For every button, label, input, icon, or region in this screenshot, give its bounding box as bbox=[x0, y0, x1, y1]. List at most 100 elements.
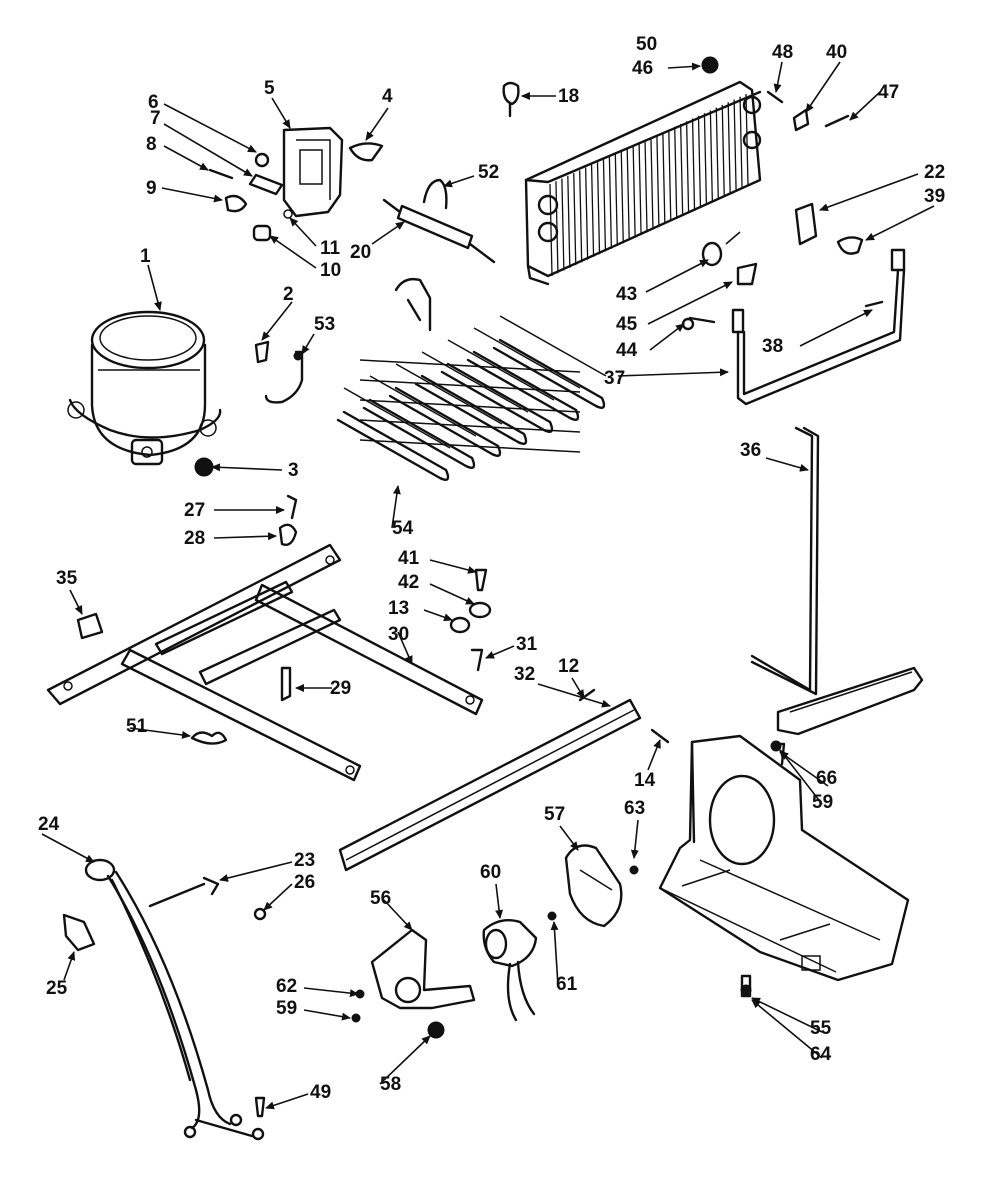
leader-arrow bbox=[271, 97, 291, 129]
leader-arrow bbox=[163, 103, 257, 153]
condenser-fin bbox=[674, 126, 678, 219]
leader-arrow bbox=[805, 61, 841, 113]
evaporator-coil bbox=[343, 387, 451, 449]
part-label: 39 bbox=[924, 186, 945, 207]
part-label: 26 bbox=[294, 872, 315, 893]
part-label: 31 bbox=[516, 634, 538, 655]
evaporator-coil bbox=[388, 386, 502, 457]
condenser-fin bbox=[567, 175, 571, 268]
part-label: 59 bbox=[276, 998, 297, 1019]
part-label: 13 bbox=[388, 598, 409, 619]
leader-arrow bbox=[263, 883, 293, 911]
part-label: 50 bbox=[636, 34, 657, 55]
part-label: 14 bbox=[634, 770, 656, 791]
leader-arrow bbox=[371, 221, 405, 245]
condenser-fin bbox=[721, 104, 725, 197]
condenser-fin bbox=[709, 110, 714, 203]
part-label: 2 bbox=[283, 284, 294, 305]
part-label: 61 bbox=[556, 974, 578, 995]
condenser-fin bbox=[733, 99, 737, 192]
part-label: 55 bbox=[810, 1018, 832, 1039]
part-label: 30 bbox=[388, 624, 409, 645]
leader-arrow bbox=[69, 589, 83, 615]
leader-arrow bbox=[383, 899, 413, 931]
leader-arrow bbox=[751, 997, 823, 1033]
wire-harness bbox=[62, 858, 267, 1141]
rail-32 bbox=[338, 698, 642, 872]
condenser-fin bbox=[650, 137, 654, 230]
condenser-fin bbox=[584, 167, 589, 260]
leader-arrow bbox=[289, 217, 317, 247]
evaporator-coil bbox=[414, 374, 528, 445]
part-label: 51 bbox=[126, 716, 148, 737]
leader-arrow bbox=[819, 173, 919, 211]
mount-screws bbox=[740, 740, 782, 996]
part-label: 48 bbox=[772, 42, 793, 63]
bracket-22 bbox=[794, 202, 864, 255]
leader-arrow bbox=[429, 583, 475, 605]
part-label: 24 bbox=[38, 814, 60, 835]
condenser-fin bbox=[638, 143, 642, 236]
part-label: 62 bbox=[276, 976, 297, 997]
condenser-fin bbox=[632, 145, 636, 238]
leader-arrow bbox=[365, 107, 389, 141]
part-label: 3 bbox=[288, 460, 299, 481]
condenser bbox=[524, 80, 762, 286]
leader-arrow bbox=[645, 259, 709, 293]
part-label: 25 bbox=[46, 978, 68, 999]
leader-arrow bbox=[163, 123, 253, 177]
tube-assembly bbox=[731, 248, 906, 406]
condenser-fin bbox=[596, 162, 601, 255]
leader-arrow bbox=[537, 683, 611, 708]
condenser-fin bbox=[697, 115, 702, 208]
part-label: 45 bbox=[616, 314, 638, 335]
condenser-fin bbox=[745, 93, 749, 187]
part-label: 28 bbox=[184, 528, 205, 549]
part-label: 12 bbox=[558, 656, 579, 677]
condenser-fin bbox=[561, 178, 565, 271]
leader-arrow bbox=[617, 368, 729, 377]
part-label: 53 bbox=[314, 314, 335, 335]
evaporator-wire bbox=[359, 379, 581, 393]
part-label: 49 bbox=[310, 1082, 331, 1103]
leader-arrow bbox=[751, 999, 823, 1059]
leader-arrow bbox=[647, 281, 733, 325]
condenser-fin bbox=[644, 140, 648, 233]
leader-arrow bbox=[630, 819, 639, 859]
evaporator-wire bbox=[359, 359, 581, 373]
tube-36 bbox=[750, 426, 820, 696]
leader-arrow bbox=[765, 457, 809, 472]
leader-arrow bbox=[865, 205, 935, 241]
part-label: 20 bbox=[350, 242, 371, 263]
condenser-fin bbox=[608, 156, 613, 249]
part-label: 42 bbox=[398, 572, 419, 593]
leader-arrow bbox=[219, 861, 293, 882]
part-label: 41 bbox=[398, 548, 420, 569]
leader-arrow bbox=[213, 532, 277, 541]
part-label: 6 bbox=[148, 92, 159, 113]
condenser-fin bbox=[662, 132, 666, 225]
evaporator-coil bbox=[336, 410, 450, 481]
part-label: 8 bbox=[146, 134, 157, 155]
terminal-parts bbox=[254, 340, 304, 404]
part-label: 47 bbox=[878, 82, 899, 103]
leader-arrow bbox=[41, 833, 95, 863]
evaporator-wire bbox=[359, 439, 581, 453]
part-label: 38 bbox=[762, 336, 783, 357]
part-label: 58 bbox=[380, 1074, 401, 1095]
leader-arrow bbox=[647, 739, 661, 771]
part-label: 1 bbox=[140, 246, 151, 267]
leader-arrow bbox=[147, 264, 162, 311]
leader-arrow bbox=[571, 677, 585, 699]
part-label: 57 bbox=[544, 804, 565, 825]
condenser-fin bbox=[668, 129, 672, 222]
part-label: 63 bbox=[624, 798, 645, 819]
leader-arrow bbox=[779, 751, 829, 787]
leader-arrow bbox=[550, 921, 559, 987]
leader-arrow bbox=[649, 323, 685, 351]
leader-arrow bbox=[211, 463, 283, 472]
evaporator-coil bbox=[362, 398, 476, 469]
grommet-parts bbox=[194, 457, 298, 546]
evaporator-coil bbox=[421, 351, 529, 413]
